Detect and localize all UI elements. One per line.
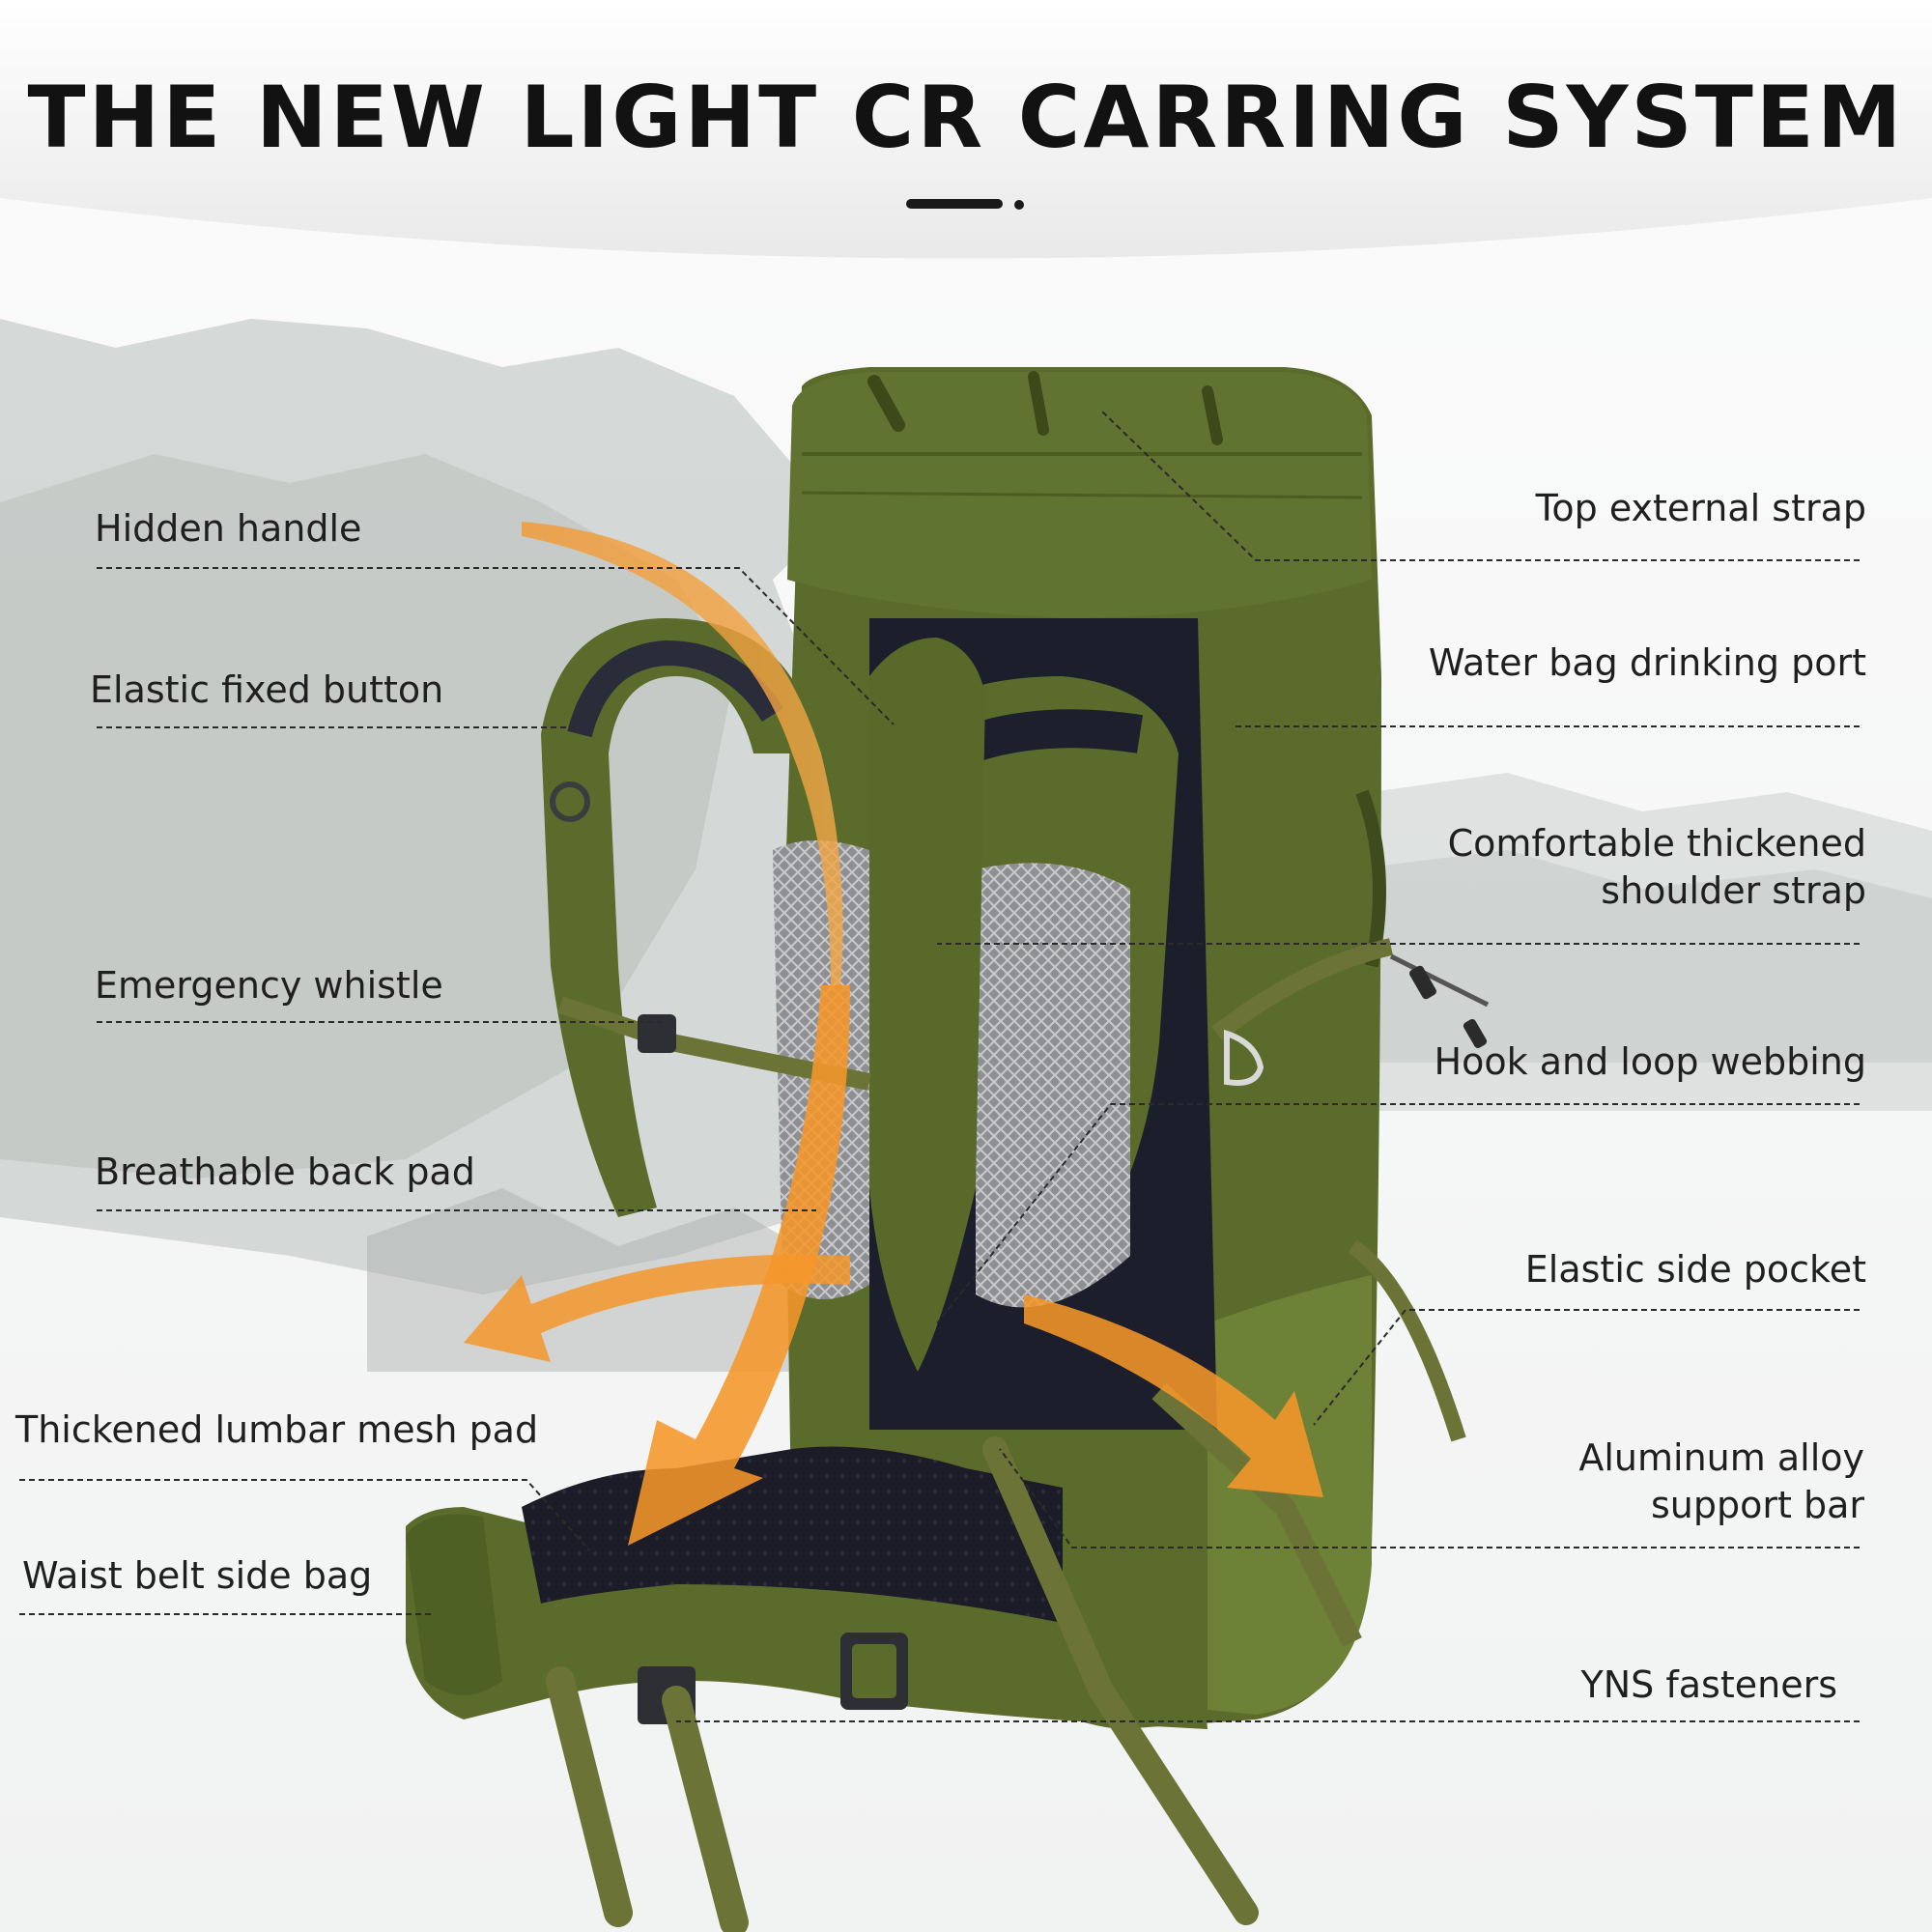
callout-elastic-side-pocket: Elastic side pocket [1524, 1248, 1866, 1291]
callout-top-external-strap: Top external strap [1535, 487, 1866, 529]
callout-breathable-back-pad: Breathable back pad [95, 1151, 475, 1193]
callout-hook-and-loop-webbing: Hook and loop webbing [1434, 1040, 1866, 1083]
title-dot [1014, 200, 1024, 210]
side-compression-strap [1211, 938, 1393, 1041]
airflow-arrow-right [1024, 1294, 1323, 1497]
callout-emergency-whistle: Emergency whistle [95, 964, 443, 1007]
mesh-back-pad-right [976, 863, 1130, 1308]
callout-support-bar-line2: support bar [1650, 1484, 1864, 1526]
callout-elastic-fixed-button: Elastic fixed button [90, 668, 444, 711]
callout-waist-belt-side-bag: Waist belt side bag [22, 1554, 373, 1597]
callout-hidden-handle: Hidden handle [95, 507, 362, 550]
header-banner [0, 0, 1932, 259]
page-title: THE NEW LIGHT CR CARRING SYSTEM [27, 68, 1905, 167]
side-pocket [1208, 1275, 1372, 1715]
callout-aluminum-alloy-line1: Aluminum alloy [1578, 1436, 1864, 1479]
callout-shoulder-strap-line2: shoulder strap [1601, 869, 1866, 912]
callout-water-bag-drinking-port: Water bag drinking port [1428, 641, 1866, 684]
callout-comfortable-thickened-line1: Comfortable thickened [1447, 822, 1866, 865]
waist-belt-side-bag [406, 1514, 502, 1695]
airflow-arrow-left [464, 1254, 850, 1362]
callout-yns-fasteners: YNS fasteners [1580, 1663, 1837, 1706]
title-underline [906, 199, 1003, 209]
left-shoulder-strap [541, 618, 811, 1217]
callout-thickened-lumbar-mesh-pad: Thickened lumbar mesh pad [15, 1408, 539, 1451]
